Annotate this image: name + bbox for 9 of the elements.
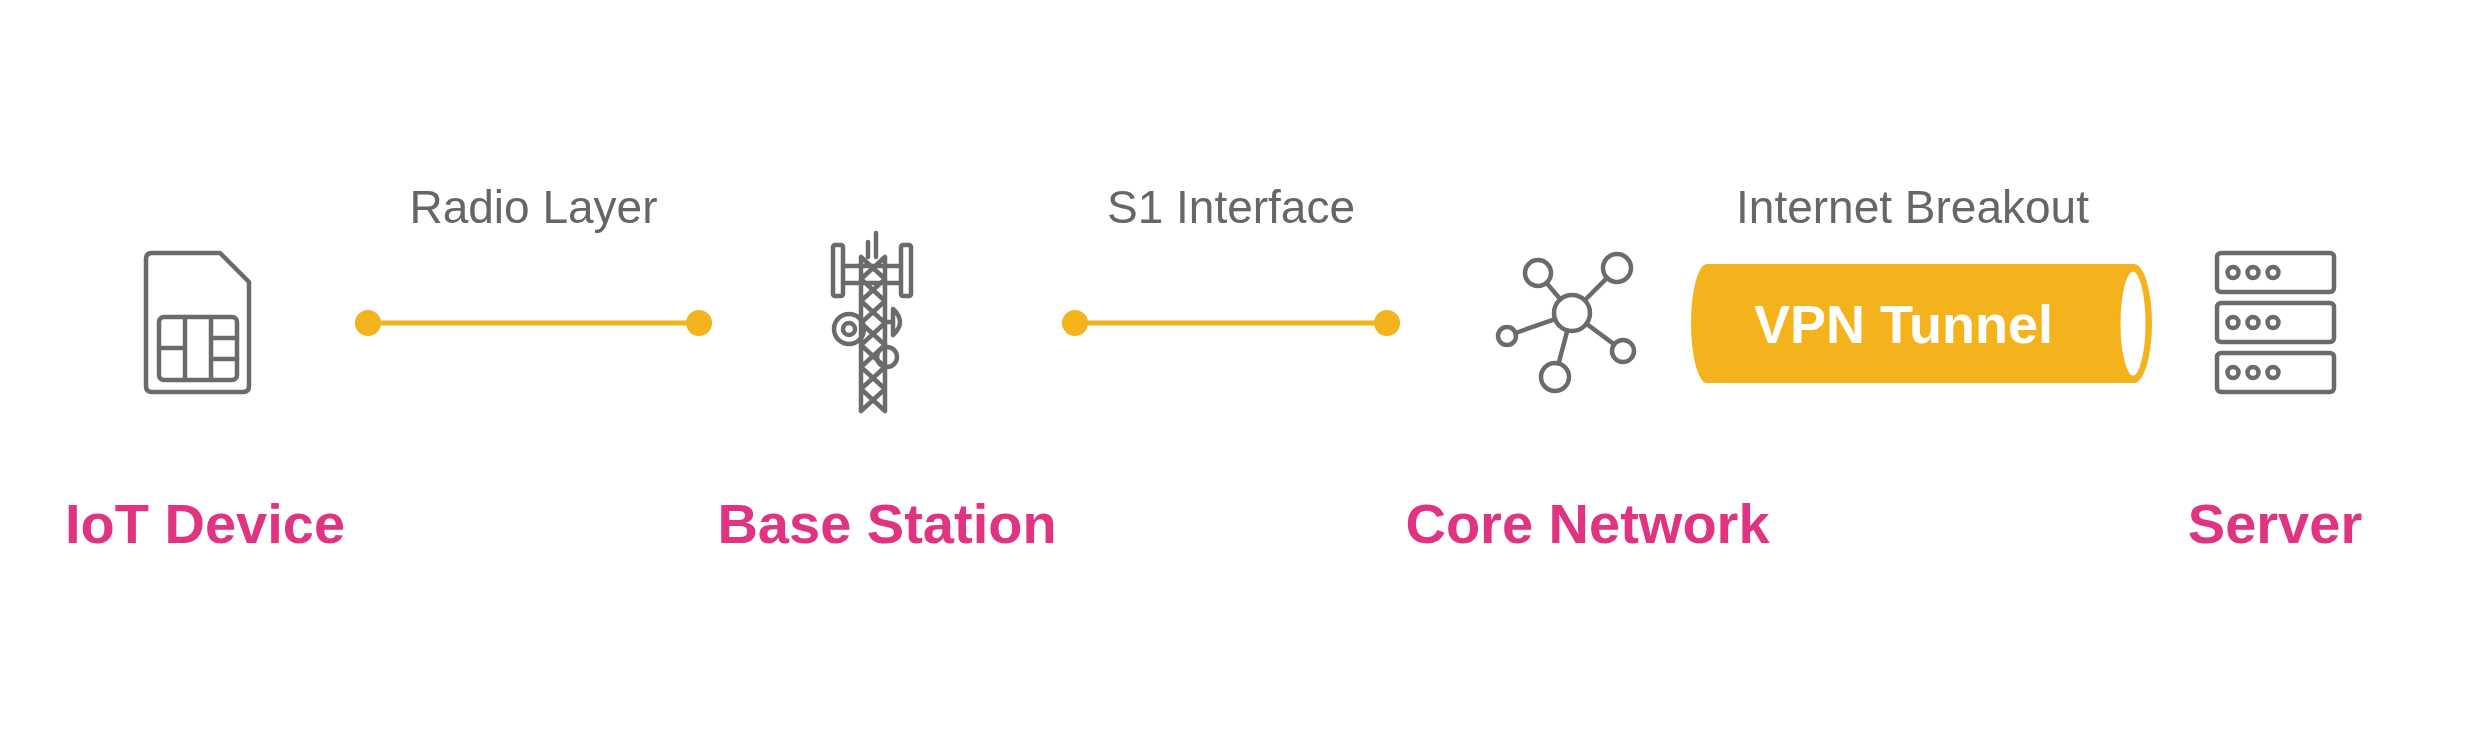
node-label: Server <box>2187 496 2363 552</box>
node-label: Base Station <box>717 496 1057 552</box>
edge-label: S1 Interface <box>1107 184 1355 230</box>
connector-line <box>355 310 712 336</box>
node-label: IoT Device <box>64 496 346 552</box>
connector-line <box>1062 310 1400 336</box>
node-label: Core Network <box>1405 496 1770 552</box>
tunnel-label: VPN Tunnel <box>1754 296 2053 351</box>
node-caption: Internet Breakout <box>1736 184 2089 230</box>
